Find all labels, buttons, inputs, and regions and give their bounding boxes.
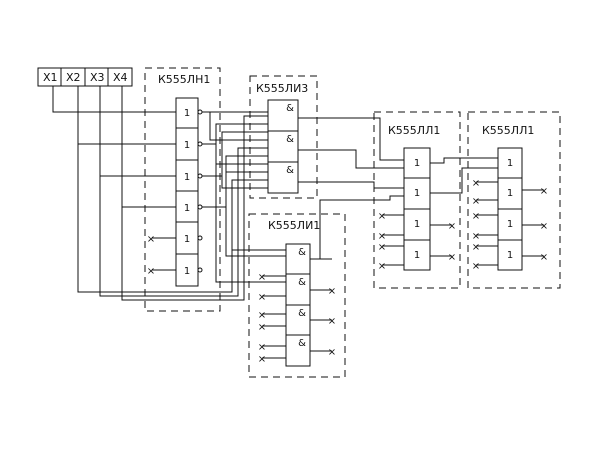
or-symbol: 1 (414, 188, 420, 199)
unused-input-mark: × (258, 342, 266, 353)
inverter-symbol: 1 (184, 203, 190, 214)
or-symbol: 1 (507, 219, 513, 230)
input-label-x2: X2 (66, 71, 81, 84)
inverter-symbol: 1 (184, 108, 190, 119)
unused-input-mark: × (378, 211, 386, 222)
chip-and2: К555ЛИ1 & & & & × × × × × × × × × (248, 213, 346, 378)
or-symbol: 1 (414, 250, 420, 261)
unused-output-mark: × (448, 221, 456, 232)
unused-input-mark: × (258, 354, 266, 365)
unused-input-mark: × (258, 272, 266, 283)
unused-input-mark: × (147, 266, 155, 277)
unused-output-mark: × (328, 347, 336, 358)
unused-input-mark: × (258, 322, 266, 333)
and2-output-wire (310, 195, 404, 260)
input-label-x1: X1 (43, 71, 58, 84)
or-symbol: 1 (507, 250, 513, 261)
inverter-symbol: 1 (184, 172, 190, 183)
unused-input-mark: × (472, 231, 480, 242)
unused-output-mark: × (328, 316, 336, 327)
inverter-symbol: 1 (184, 266, 190, 277)
unused-input-mark: × (378, 242, 386, 253)
unused-input-mark: × (472, 211, 480, 222)
unused-input-mark: × (258, 292, 266, 303)
unused-input-mark: × (258, 310, 266, 321)
and-symbol: & (298, 338, 306, 349)
unused-input-mark: × (378, 231, 386, 242)
or-symbol: 1 (414, 158, 420, 169)
unused-input-mark: × (378, 261, 386, 272)
chip-or-a: К555ЛЛ1 1 1 1 1 × × × × × × (373, 111, 461, 289)
input-wires (52, 86, 268, 301)
unused-output-mark: × (448, 252, 456, 263)
or-symbol: 1 (414, 219, 420, 230)
inverter-output-wires (202, 111, 286, 283)
chip-and3-label: К555ЛИ3 (256, 82, 308, 95)
and-symbol: & (298, 247, 306, 258)
inverter-symbol: 1 (184, 234, 190, 245)
unused-input-mark: × (472, 178, 480, 189)
unused-output-mark: × (540, 221, 548, 232)
input-connector: X1 X2 X3 X4 (37, 67, 133, 87)
unused-input-mark: × (472, 261, 480, 272)
and-symbol: & (286, 134, 294, 145)
chip-and3: К555ЛИ3 & & & (249, 75, 318, 199)
unused-input-mark: × (472, 196, 480, 207)
chip-inverters: К555ЛН1 1 1 1 1 1 1 × × (144, 67, 221, 312)
unused-output-mark: × (328, 286, 336, 297)
chip-or-a-label: К555ЛЛ1 (388, 124, 440, 137)
and-symbol: & (286, 165, 294, 176)
chip-and2-label: К555ЛИ1 (268, 219, 320, 232)
and-symbol: & (286, 103, 294, 114)
unused-output-mark: × (540, 186, 548, 197)
or-a-output-wires (430, 157, 498, 194)
and-symbol: & (298, 308, 306, 319)
chip-or-b: К555ЛЛ1 1 1 1 1 × × × × × × × × × (467, 111, 561, 289)
or-symbol: 1 (507, 188, 513, 199)
input-label-x4: X4 (113, 71, 128, 84)
unused-input-mark: × (472, 242, 480, 253)
unused-input-mark: × (147, 234, 155, 245)
chip-inverters-label: К555ЛН1 (158, 73, 210, 86)
input-label-x3: X3 (90, 71, 105, 84)
unused-output-mark: × (540, 252, 548, 263)
inverter-symbol: 1 (184, 140, 190, 151)
and-symbol: & (298, 277, 306, 288)
or-symbol: 1 (507, 158, 513, 169)
chip-or-b-label: К555ЛЛ1 (482, 124, 534, 137)
